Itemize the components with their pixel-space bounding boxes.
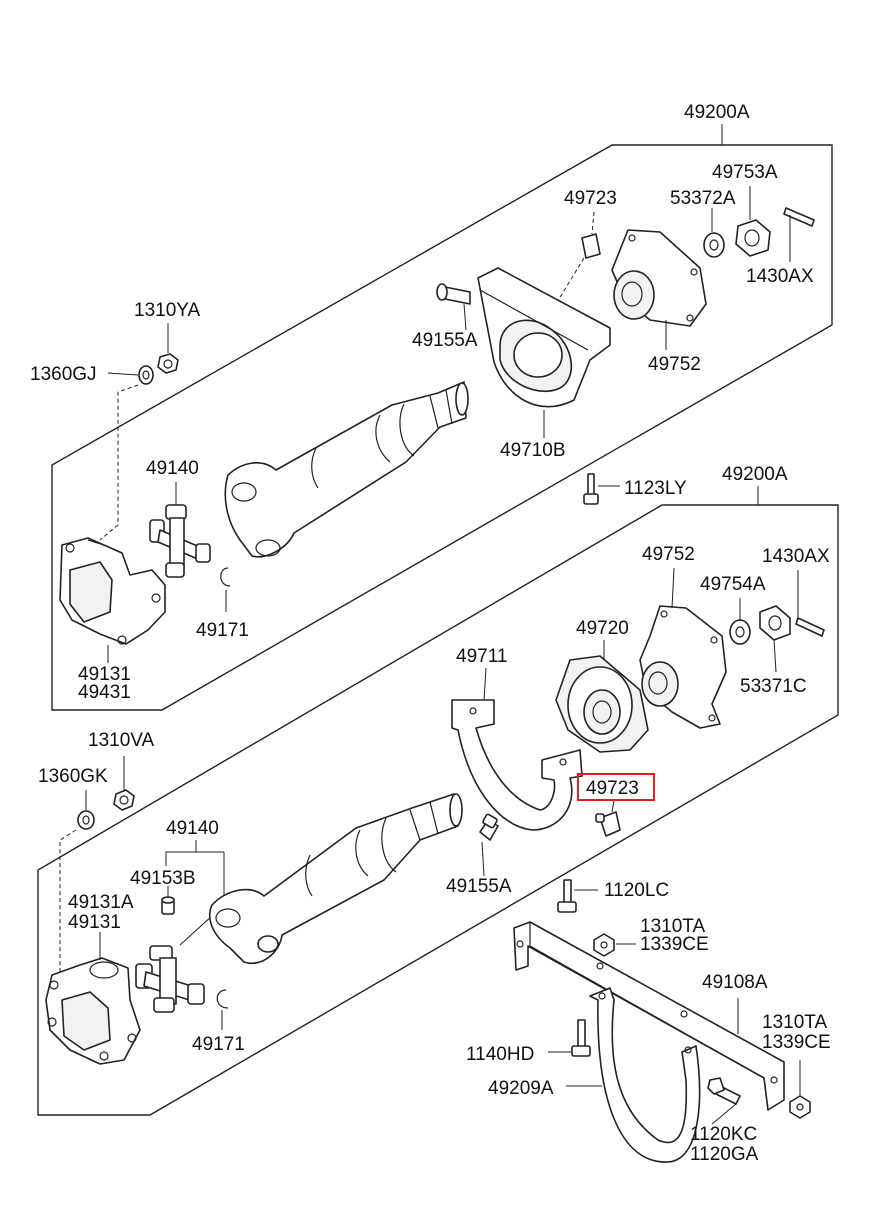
label-49723-upper: 49723 — [564, 188, 617, 209]
upper-snap-ring-49171 — [220, 567, 231, 587]
upper-cotter-pin-1430ax — [783, 207, 815, 227]
label-53372a-upper: 53372A — [670, 188, 736, 209]
bolt-1120kc — [707, 1077, 741, 1105]
lower-center-bearing-49720 — [555, 655, 649, 753]
lower-bracket-49711 — [451, 699, 583, 831]
label-49171-lower: 49171 — [192, 1034, 245, 1055]
label-49155a-upper: 49155A — [412, 330, 478, 351]
label-49723-lower: 49723 — [586, 778, 639, 799]
label-49209a: 49209A — [488, 1078, 554, 1099]
upper-driveshaft — [224, 381, 469, 558]
bolt-1140hd — [571, 1019, 591, 1057]
lower-washer-49754a — [729, 619, 751, 645]
label-49200a-upper: 49200A — [684, 102, 750, 123]
label-49108a: 49108A — [702, 972, 768, 993]
label-1310ta-1: 1310TA — [640, 916, 705, 937]
lower-grease-fitting-49723 — [595, 811, 621, 837]
label-49131a: 49131A — [68, 892, 134, 913]
label-49200a-lower: 49200A — [722, 464, 788, 485]
label-49131-lower: 49131 — [68, 912, 121, 933]
upper-bolt-49155a — [436, 283, 471, 305]
bolt-1123ly — [583, 473, 599, 505]
label-49155a-lower: 49155A — [446, 876, 512, 897]
label-49720: 49720 — [576, 618, 629, 639]
label-49131-upper: 49131 — [78, 664, 131, 685]
label-1120kc: 1120KC — [690, 1124, 757, 1145]
label-1360gk: 1360GK — [38, 766, 108, 787]
upper-flange-yoke-49752 — [611, 229, 707, 327]
highlight-box-49723 — [577, 773, 655, 801]
label-1123ly: 1123LY — [624, 478, 687, 499]
label-49171-upper: 49171 — [196, 620, 249, 641]
nut-1310ta-lower — [789, 1095, 811, 1119]
upper-bracket-49710b — [477, 267, 611, 408]
lower-grease-cap-49153b — [161, 896, 175, 915]
upper-nut-1310ya — [157, 353, 179, 374]
label-49710b: 49710B — [500, 440, 566, 461]
label-1310ta-2: 1310TA — [762, 1012, 827, 1033]
upper-assembly-frame — [51, 124, 833, 711]
upper-nut-49753a — [735, 219, 771, 257]
label-49711: 49711 — [456, 646, 507, 667]
lower-snap-ring-49171 — [216, 989, 229, 1009]
label-1310va: 1310VA — [88, 730, 155, 751]
label-49752-upper: 49752 — [648, 354, 701, 375]
label-1339ce-1: 1339CE — [640, 934, 709, 955]
upper-flange-49131 — [59, 537, 166, 645]
label-49140-upper: 49140 — [146, 458, 199, 479]
label-49753a-upper: 49753A — [712, 162, 778, 183]
upper-washer-1360gj — [138, 365, 154, 385]
label-1430ax-lower: 1430AX — [762, 546, 830, 567]
lower-spider-49140 — [135, 945, 205, 1013]
lower-flange-49131 — [45, 957, 141, 1065]
upper-grease-fitting-49723 — [581, 233, 601, 259]
lower-washer-1360gk — [77, 810, 95, 830]
label-1430ax-upper: 1430AX — [746, 266, 814, 287]
label-49140-lower: 49140 — [166, 818, 219, 839]
lower-nut-1310va — [113, 789, 135, 811]
upper-spider-49140 — [149, 504, 211, 578]
label-1120lc: 1120LC — [604, 880, 669, 901]
lower-bolt-49155a — [479, 813, 499, 841]
label-49431: 49431 — [78, 682, 131, 703]
lower-assembly-frame — [37, 486, 839, 1116]
lower-flange-yoke-49752 — [639, 605, 727, 729]
label-1310ya: 1310YA — [134, 300, 201, 321]
bolt-1120lc — [557, 879, 577, 913]
label-49153b: 49153B — [130, 868, 196, 889]
label-49752-lower: 49752 — [642, 544, 695, 565]
label-1360gj: 1360GJ — [30, 364, 97, 385]
crossmember-49108a — [513, 921, 785, 1111]
hanger-49209a — [589, 987, 701, 1163]
label-1339ce-2: 1339CE — [762, 1032, 831, 1053]
label-1140hd: 1140HD — [466, 1044, 534, 1065]
lower-cotter-pin-1430ax — [795, 617, 825, 637]
nut-1310ta-upper — [593, 933, 615, 957]
label-1120ga: 1120GA — [690, 1144, 759, 1165]
upper-washer-53372a — [703, 232, 725, 258]
lower-driveshaft — [208, 793, 463, 965]
label-53371c: 53371C — [740, 676, 807, 697]
label-49754a: 49754A — [700, 574, 766, 595]
lower-nut-53371c — [759, 605, 791, 641]
labels: 49200A 49753A 49723 53372A 1430AX 1310YA… — [30, 102, 831, 1165]
